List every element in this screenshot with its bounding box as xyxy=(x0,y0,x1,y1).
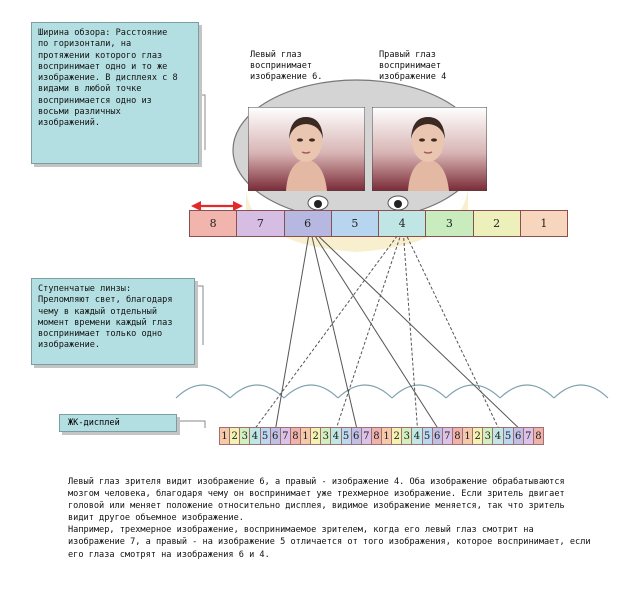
light-rays xyxy=(255,225,520,429)
light-ray xyxy=(402,227,418,429)
lcd-callout: ЖК-дисплей xyxy=(59,414,177,432)
right-eye-label: Правый глаз воспринимает изображение 4 xyxy=(379,50,446,83)
callout-line: Ступенчатые линзы: xyxy=(38,284,132,294)
light-ray xyxy=(335,227,404,429)
step-lenses xyxy=(175,384,609,399)
caption-line: головой или меняет положение относительн… xyxy=(68,501,565,512)
light-ray xyxy=(255,227,404,429)
lens-arc xyxy=(499,384,555,399)
arrow-head-right xyxy=(233,201,243,211)
lens-arc xyxy=(553,384,609,399)
step-lenses-callout: Ступенчатые линзы: Преломляют свет, благ… xyxy=(31,278,195,365)
caption-line: его глаза смотрят на изображения 6 и 4. xyxy=(68,549,270,560)
callout-line: момент времени каждый глаз xyxy=(38,317,173,328)
right-eye-image-photo xyxy=(372,107,487,191)
view-zone-2: 2 xyxy=(472,210,521,237)
eye-label-line: воспринимает xyxy=(250,61,313,71)
arrow-head-left xyxy=(191,201,201,211)
caption-line: изображение 7, а правый - на изображение… xyxy=(68,537,591,548)
light-ray xyxy=(402,227,499,429)
callout-line: воспринимает только одно xyxy=(38,329,163,340)
caption-line: Например, трехмерное изображение, воспри… xyxy=(68,525,534,536)
eye-label-line: воспринимает xyxy=(379,61,442,71)
caption-line: Левый глаз зрителя видит изображение 6, … xyxy=(68,477,565,487)
right-pupil xyxy=(394,200,402,208)
eye-label-line: Правый глаз xyxy=(379,50,436,60)
callout-line: воспринимает одно и то же xyxy=(38,61,168,72)
light-ray xyxy=(309,227,520,429)
view-zone-7: 7 xyxy=(236,210,285,237)
callout-line: изображений. xyxy=(38,118,101,129)
callout-line: восьми различных xyxy=(38,107,121,118)
eye-label-line: изображение 6. xyxy=(250,72,323,82)
view-zone-4: 4 xyxy=(378,210,427,237)
light-ray xyxy=(309,227,439,429)
caption-text: Левый глаз зрителя видит изображение 6, … xyxy=(68,476,628,561)
view-zone-5: 5 xyxy=(330,210,379,237)
callout-bracket-lcd xyxy=(178,420,206,428)
lens-arc xyxy=(445,384,501,399)
lens-arc xyxy=(283,384,339,399)
callout-line: изображение. xyxy=(38,340,101,351)
eye-label-line: Левый глаз xyxy=(250,50,302,60)
callout-line: воспринимается одно из xyxy=(38,95,152,106)
view-zone-3: 3 xyxy=(425,210,474,237)
view-zone-8: 8 xyxy=(189,210,238,237)
lens-arc xyxy=(175,384,231,399)
callout-line: Ширина обзора: Расстояние xyxy=(38,28,168,38)
caption-line: видит другое объемное изображение. xyxy=(68,513,244,524)
left-pupil xyxy=(314,200,322,208)
left-eye-label: Левый глаз воспринимает изображение 6. xyxy=(250,50,322,83)
view-width-arrow xyxy=(191,201,243,211)
callout-line: чему в каждый отдельный xyxy=(38,306,157,317)
light-ray xyxy=(309,227,358,429)
lens-arc xyxy=(337,384,393,399)
caption-line: мозгом человека, благодаря чему он воспр… xyxy=(68,489,565,500)
callout-line: протяжении которого глаз xyxy=(38,50,163,61)
view-zone-1: 1 xyxy=(519,210,568,237)
callout-line: по горизонтали, на xyxy=(38,39,132,50)
lcd-pixel-8: 8 xyxy=(532,427,544,445)
lens-arc xyxy=(229,384,285,399)
eye-label-line: изображение 4 xyxy=(379,72,447,82)
callout-bracket-top xyxy=(198,94,206,150)
view-width-callout: Ширина обзора: Расстояние по горизонтали… xyxy=(31,22,199,164)
light-ray xyxy=(275,227,311,429)
callout-line: изображение. В дисплеях с 8 xyxy=(38,73,178,84)
callout-bracket-mid xyxy=(195,285,204,345)
left-eye-image-photo xyxy=(248,107,365,191)
lens-arc xyxy=(391,384,447,399)
view-zone-6: 6 xyxy=(283,210,332,237)
callout-line: видами в любой точке xyxy=(38,84,142,95)
callout-line: Преломляют свет, благодаря xyxy=(38,295,173,306)
